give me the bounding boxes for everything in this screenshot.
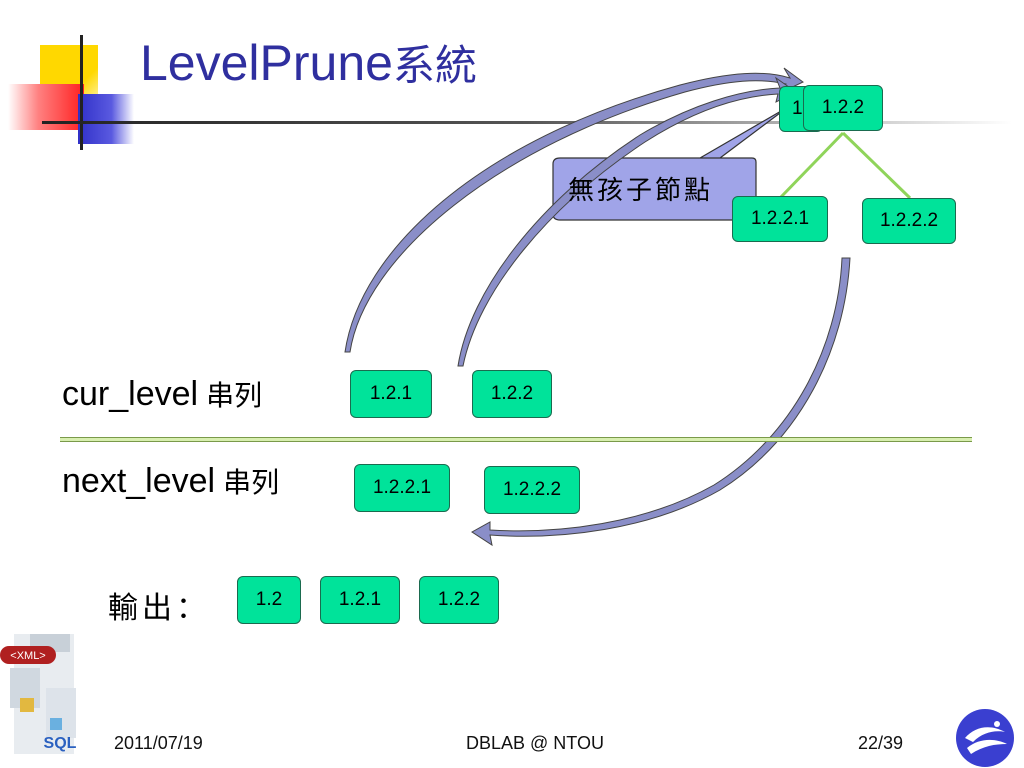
title-underline: [42, 121, 1012, 124]
tree-node-child-2: 1.2.2.2: [862, 198, 956, 244]
database-lab-logo-icon: <XML> SQL: [0, 634, 77, 754]
callout-text: 無孩子節點: [568, 176, 714, 206]
next-level-item-1: 1.2.2.1: [354, 464, 450, 512]
slide-title: LevelPrune系統: [140, 32, 477, 93]
cur-level-suffix: 串列: [206, 379, 263, 412]
tree-node-root: 1.2.2: [803, 85, 883, 131]
cur-level-item-1: 1.2.1: [350, 370, 432, 418]
university-logo-icon: [956, 709, 1014, 767]
next-level-name: next_level: [62, 462, 216, 500]
output-item-2: 1.2.1: [320, 576, 400, 624]
output-label: 輸出：: [108, 591, 210, 626]
logo-xml-text: <XML>: [10, 650, 45, 662]
tree-edge-right: [841, 131, 912, 200]
footer-page-number: 22/39: [858, 733, 904, 753]
output-item-1: 1.2: [237, 576, 301, 624]
cur-level-name: cur_level: [62, 375, 199, 413]
level-divider: [60, 437, 972, 442]
footer-center: DBLAB @ NTOU: [466, 733, 604, 753]
footer-date: 2011/07/19: [114, 733, 203, 753]
next-level-item-2: 1.2.2.2: [484, 466, 580, 514]
output-item-3: 1.2.2: [419, 576, 499, 624]
next-level-suffix: 串列: [223, 466, 280, 499]
tree-node-child-1: 1.2.2.1: [732, 196, 828, 242]
title-deco-blue-square: [78, 94, 134, 144]
tree-edge-left: [778, 131, 845, 200]
slide-title-latin: LevelPrune: [140, 35, 393, 91]
logo-sql-text: SQL: [44, 735, 77, 752]
title-deco-vertical-line: [80, 35, 83, 150]
slide-title-cjk: 系統: [392, 41, 477, 90]
cur-level-item-2: 1.2.2: [472, 370, 552, 418]
